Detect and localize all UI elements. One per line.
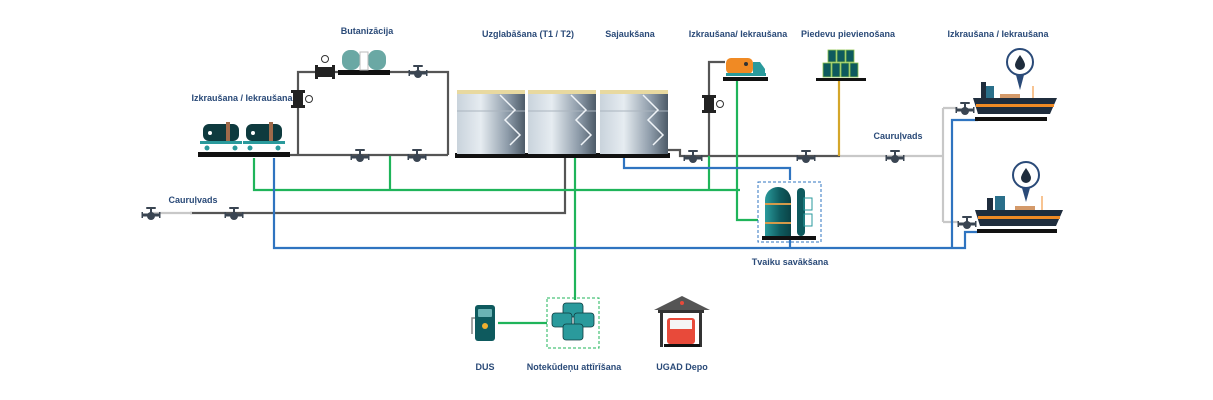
fire-station-icon	[654, 296, 710, 347]
label-wastewater: Notekūdeņu attīrīšana	[527, 362, 623, 372]
pipes-pipeline	[150, 106, 958, 224]
pipe-tank-outlet	[668, 148, 840, 158]
label-pipeline-left: Cauruļvads	[168, 195, 217, 205]
oil-drop-pin-icon	[1012, 161, 1040, 202]
valve-icon[interactable]	[350, 149, 370, 162]
tanker-ship-icon	[975, 196, 1063, 226]
label-butanization: Butanizācija	[341, 26, 395, 36]
truck-unloading-station[interactable]	[723, 58, 768, 81]
valve-icon[interactable]	[407, 149, 427, 162]
pressure-gauge-icon	[321, 55, 329, 63]
labels: Butanizācija Izkraušana / Iekraušana Uzg…	[168, 26, 1049, 372]
pipe-truck-drop	[707, 60, 725, 156]
label-pipeline-right: Cauruļvads	[873, 131, 922, 141]
wastewater-tanks-icon	[551, 302, 595, 341]
control-valve-rail[interactable]	[291, 90, 313, 108]
pipes-vapor	[272, 118, 978, 250]
valve-icon[interactable]	[796, 150, 816, 163]
storage-tank-icon	[528, 90, 596, 154]
label-storage: Uzglabāšana (T1 / T2)	[482, 29, 574, 39]
label-vapor-recovery: Tvaiku savākšana	[752, 257, 830, 267]
vapor-recovery-unit[interactable]	[757, 181, 822, 243]
oil-drop-pin-icon	[1006, 48, 1034, 90]
valve-icon[interactable]	[885, 150, 905, 163]
label-additives: Piedevu pievienošana	[801, 29, 896, 39]
pipes-water	[252, 80, 758, 325]
fuel-pump-icon	[471, 305, 495, 341]
ship-berth-upper[interactable]	[973, 48, 1057, 121]
barrels-icon	[822, 49, 859, 78]
label-ship-unloading: Izkraušana / Iekraušana	[947, 29, 1049, 39]
control-valve-butanization[interactable]	[315, 55, 335, 80]
butanization-unit[interactable]	[338, 50, 390, 75]
label-fire-depot: UGAD Depo	[656, 362, 708, 372]
label-rail-unloading: Izkraušana / Iekraušana	[191, 93, 293, 103]
rail-tank-car-icon	[243, 122, 285, 151]
additives-station[interactable]	[816, 49, 866, 81]
vapor-recovery-unit-icon	[762, 187, 816, 240]
rail-unloading-station[interactable]	[198, 122, 290, 157]
tanker-ship-icon	[973, 82, 1057, 114]
fuel-truck-icon	[726, 58, 766, 76]
rail-tank-car-icon	[200, 122, 242, 151]
pipe-pipeline-split	[941, 106, 958, 224]
storage-tanks[interactable]	[455, 90, 670, 158]
valve-icon[interactable]	[141, 207, 161, 220]
valve-icon[interactable]	[408, 65, 428, 78]
valve-icon[interactable]	[683, 150, 703, 163]
pipe-butanization-loop	[296, 70, 450, 155]
label-fuel-station: DUS	[475, 362, 494, 372]
pipe-left-inlet	[190, 158, 567, 215]
label-blending: Sajaukšana	[605, 29, 656, 39]
ship-berth-lower[interactable]	[975, 161, 1063, 233]
fire-depot[interactable]	[654, 296, 710, 347]
sphere-tank-icon	[342, 50, 386, 71]
pipes-product	[190, 60, 840, 215]
fuel-station[interactable]	[471, 305, 495, 341]
label-truck-unloading: Izkraušana/ Iekraušana	[689, 29, 789, 39]
valve-icon[interactable]	[957, 216, 977, 229]
storage-tank-icon	[457, 90, 525, 154]
valve-icon[interactable]	[955, 102, 975, 115]
valve-icon[interactable]	[224, 207, 244, 220]
pressure-gauge-icon	[305, 95, 313, 103]
storage-tank-icon	[600, 90, 668, 154]
wastewater-treatment[interactable]	[546, 297, 600, 349]
pressure-gauge-icon	[716, 100, 724, 108]
control-valve-truck[interactable]	[702, 95, 724, 113]
